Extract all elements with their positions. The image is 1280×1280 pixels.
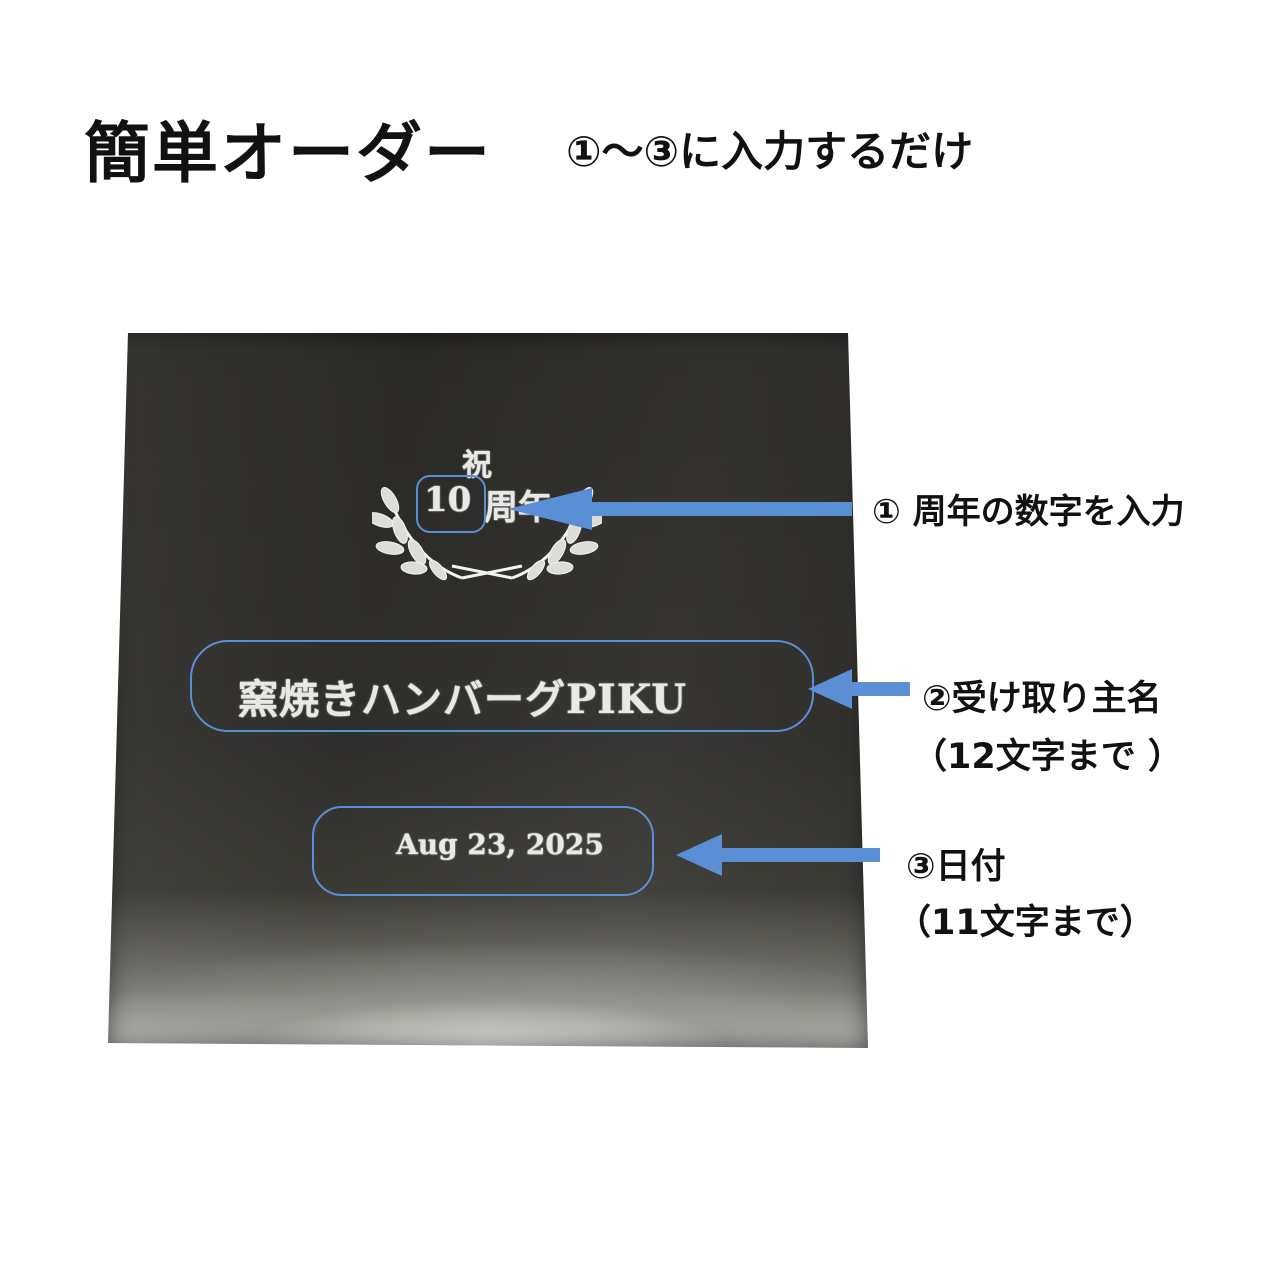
engraved-plate xyxy=(108,333,868,1048)
arrow-left-icon xyxy=(808,669,910,709)
step2-label: ②受け取り主名 xyxy=(922,679,1162,719)
arrow-left-icon xyxy=(676,834,880,876)
page-title: 簡単オーダー xyxy=(84,115,492,192)
page-subtitle: ①〜③に入力するだけ xyxy=(566,127,974,176)
step1-annotation: ① 周年の数字を入力 xyxy=(872,492,1185,532)
anniversary-number-outline[interactable] xyxy=(416,475,486,533)
plate-recipient-name: 窯焼きハンバーグPIKU xyxy=(238,676,688,723)
plate-date: Aug 23, 2025 xyxy=(396,828,604,861)
step3-label: ③日付 xyxy=(906,847,1006,887)
recipient-name-outline[interactable] xyxy=(190,640,814,732)
arrow-left-icon xyxy=(508,488,852,530)
step2-limit: （12文字まで ） xyxy=(912,737,1183,777)
step3-limit: （11文字まで） xyxy=(896,903,1155,943)
plate-sheen xyxy=(108,333,868,1048)
plate-anniversary-number: 10 xyxy=(424,480,472,520)
date-outline[interactable] xyxy=(312,806,654,896)
